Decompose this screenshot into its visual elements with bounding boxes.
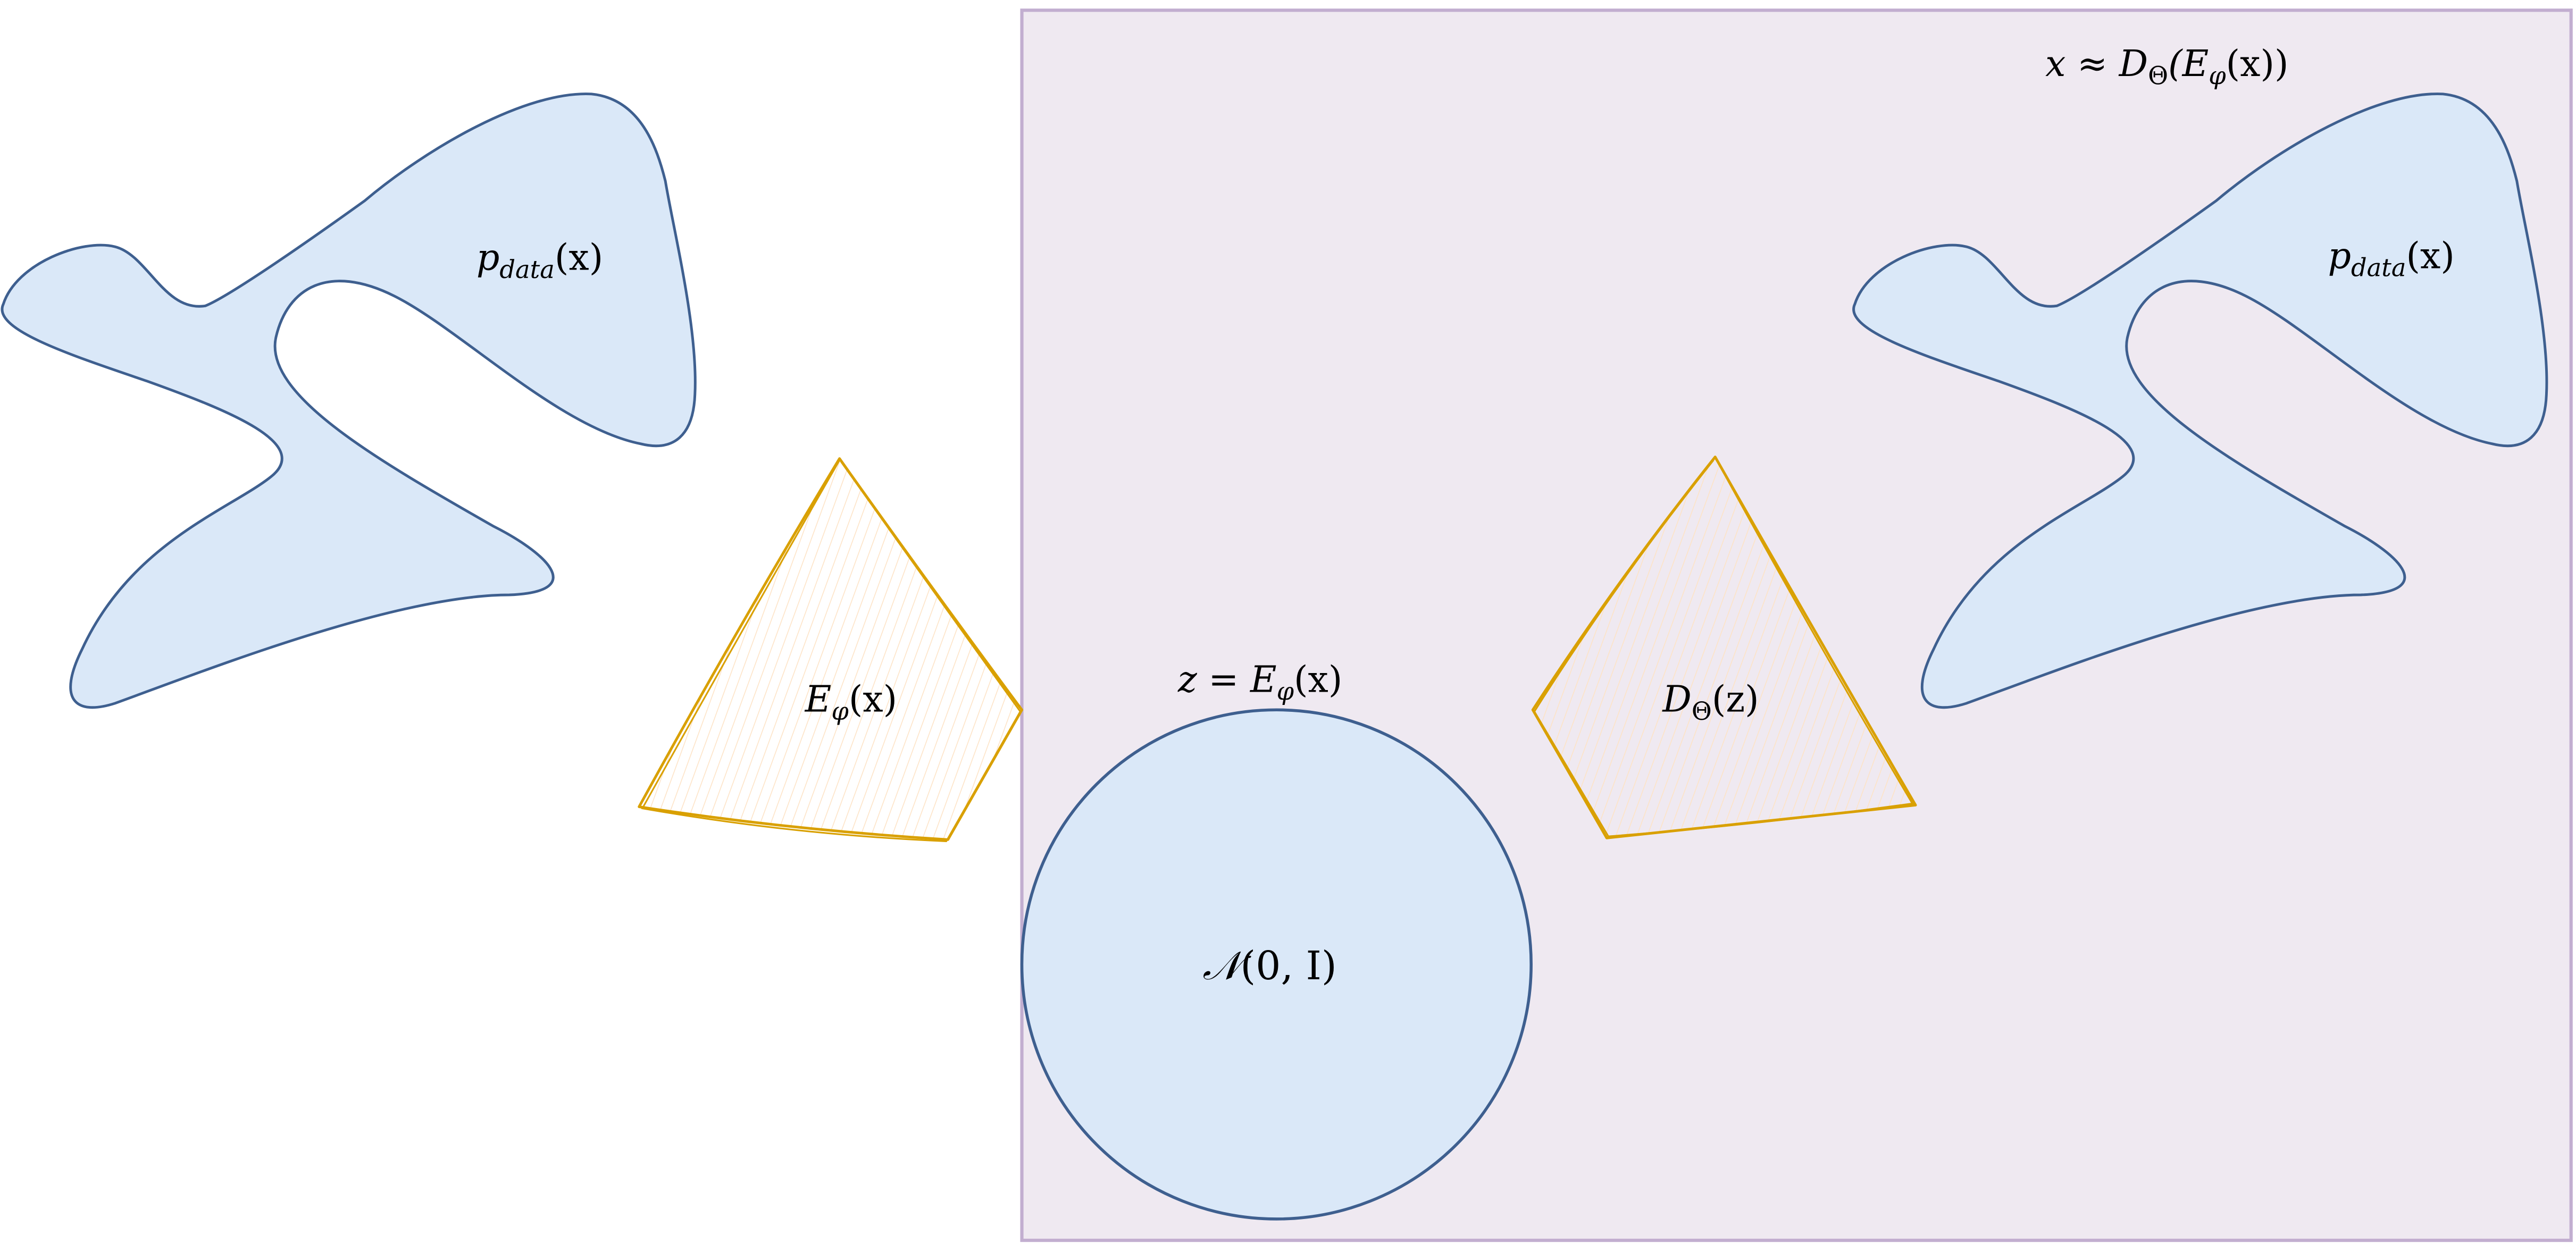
- latent-definition-label: z = Eφ(x): [1177, 659, 1342, 705]
- encoder-network: [638, 457, 1024, 843]
- data-distribution-label-right: pdata(x): [2328, 235, 2455, 282]
- decoder-label: DΘ(z): [1661, 678, 1759, 725]
- data-distribution-blob-left: [2, 94, 695, 708]
- latent-prior-circle: [1020, 708, 1533, 1221]
- encoder-label: Eφ(x): [804, 678, 897, 725]
- reconstruction-label: x ≈ DΘ(Eφ(x)): [2045, 43, 2288, 90]
- data-distribution-label-left: pdata(x): [476, 237, 603, 283]
- prior-label: 𝒩(0, I): [1202, 943, 1336, 989]
- decoder-network: [1531, 456, 1917, 839]
